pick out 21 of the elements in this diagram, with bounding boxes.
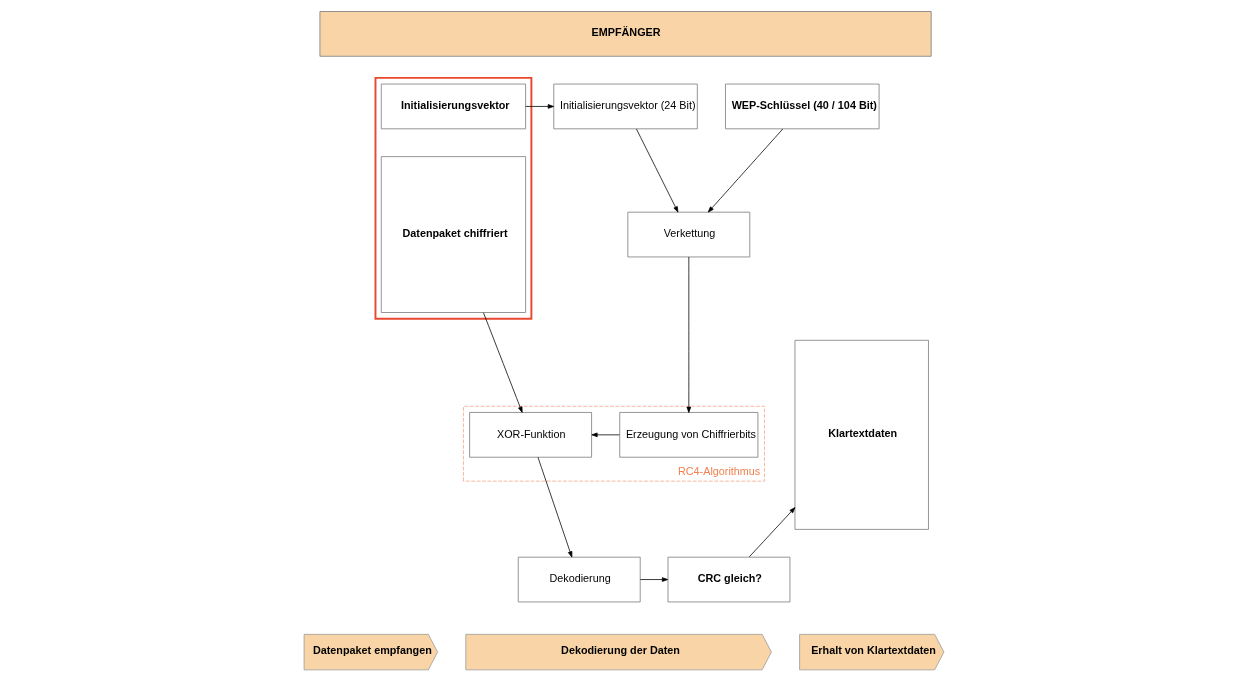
arrow (707, 128, 784, 213)
arrow (636, 128, 679, 213)
arrow (748, 507, 796, 558)
node-box: Datenpaket chiffriert (380, 156, 526, 313)
arrow (525, 104, 554, 109)
node-box: EMPFÄNGER (319, 11, 932, 57)
arrow (537, 456, 573, 558)
node-box: Klartextdaten (794, 339, 929, 530)
arrow (591, 432, 620, 438)
node-box: WEP-Schlüssel (40 / 104 Bit) (725, 83, 880, 130)
node-box: XOR-Funktion (469, 412, 592, 458)
node-box: Initialisierungsvektor (380, 83, 526, 130)
node-box: Erzeugung von Chiffrierbits (619, 412, 759, 458)
node-box: CRC gleich? (667, 556, 791, 603)
node-box: Initialisierungsvektor (24 Bit) (553, 83, 698, 130)
arrow (639, 577, 669, 582)
node-box: Dekodierung (517, 556, 641, 603)
node-box: Verkettung (627, 211, 751, 258)
cluster (374, 76, 533, 320)
arrow (483, 312, 523, 413)
arrow (686, 256, 692, 413)
